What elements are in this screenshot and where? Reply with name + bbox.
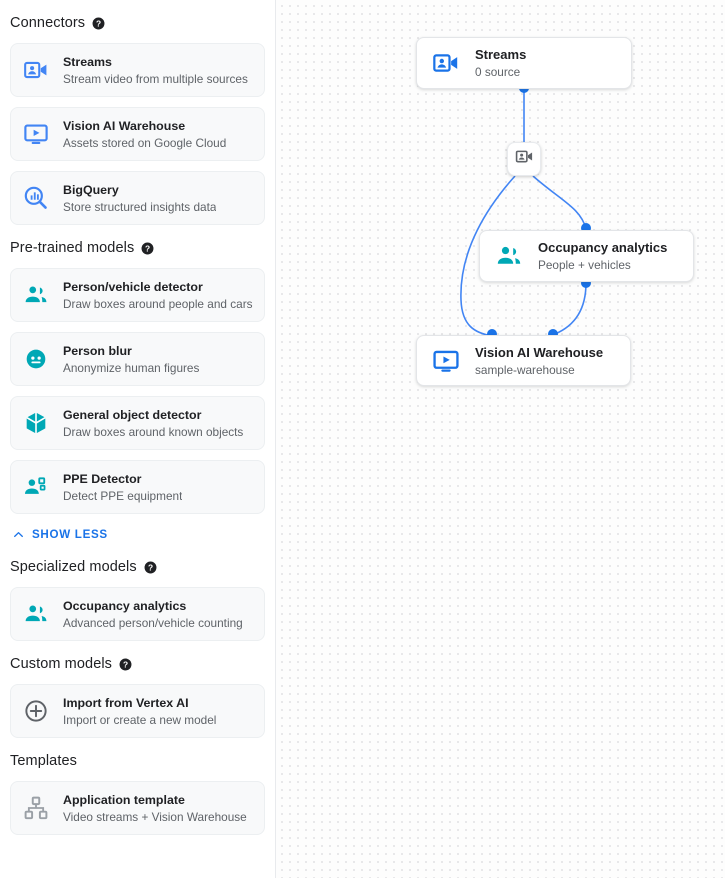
- palette-card-title: Person blur: [63, 343, 132, 358]
- monitor-play-icon: [431, 346, 461, 376]
- graph-node-streams[interactable]: Streams 0 source: [416, 37, 632, 89]
- video-camera-person-icon: [431, 48, 461, 78]
- palette-card-title: Import from Vertex AI: [63, 695, 189, 710]
- monitor-play-icon: [23, 121, 49, 147]
- node-subtitle: 0 source: [475, 65, 521, 79]
- people-group-icon: [494, 241, 524, 271]
- node-title: Streams: [475, 47, 527, 62]
- palette-card-title: PPE Detector: [63, 471, 142, 486]
- palette-card-title: Application template: [63, 792, 185, 807]
- node-subtitle: People + vehicles: [538, 258, 631, 272]
- palette-card-subtitle: Store structured insights data: [63, 199, 217, 214]
- section-header-custom-models: Custom models?: [10, 653, 265, 675]
- svg-text:?: ?: [148, 562, 153, 572]
- palette-card-title: Person/vehicle detector: [63, 279, 203, 294]
- section-title: Templates: [10, 753, 77, 769]
- graph-node-occupancy-analytics[interactable]: Occupancy analytics People + vehicles: [479, 230, 694, 282]
- palette-card-subtitle: Video streams + Vision Warehouse: [63, 809, 247, 824]
- section-header-pre-trained-models: Pre-trained models?: [10, 237, 265, 259]
- people-group-icon: [23, 282, 49, 308]
- graph-mini-node-stream-chip[interactable]: [507, 142, 541, 176]
- show-less-label: SHOW LESS: [32, 527, 108, 541]
- section-title: Custom models: [10, 656, 113, 672]
- help-icon[interactable]: ?: [92, 17, 105, 30]
- palette-card-subtitle: Advanced person/vehicle counting: [63, 615, 243, 630]
- palette-card-import-from-vertex-ai[interactable]: Import from Vertex AI Import or create a …: [10, 684, 265, 738]
- section-title: Specialized models: [10, 559, 137, 575]
- graph-node-vision-ai-warehouse[interactable]: Vision AI Warehouse sample-warehouse: [416, 335, 631, 386]
- graph-canvas[interactable]: Streams 0 source: [276, 0, 725, 878]
- palette-card-subtitle: Draw boxes around known objects: [63, 424, 244, 439]
- svg-text:?: ?: [123, 659, 128, 669]
- section-header-specialized-models: Specialized models?: [10, 556, 265, 578]
- section-title: Pre-trained models: [10, 240, 135, 256]
- palette-card-title: Vision AI Warehouse: [63, 118, 186, 133]
- palette-card-subtitle: Import or create a new model: [63, 712, 217, 727]
- video-camera-person-icon: [515, 147, 534, 171]
- help-icon[interactable]: ?: [144, 561, 157, 574]
- graph-edges: [460, 83, 591, 339]
- svg-text:?: ?: [145, 243, 150, 253]
- help-icon[interactable]: ?: [119, 658, 132, 671]
- svg-text:?: ?: [96, 18, 101, 28]
- video-camera-person-icon: [23, 57, 49, 83]
- search-bar-chart-icon: [23, 185, 49, 211]
- palette-card-title: General object detector: [63, 407, 202, 422]
- node-title: Occupancy analytics: [538, 240, 668, 255]
- palette-card-subtitle: Stream video from multiple sources: [63, 71, 248, 86]
- section-header-templates: Templates: [10, 750, 265, 772]
- account-tree-icon: [23, 795, 49, 821]
- palette-card-title: Streams: [63, 54, 112, 69]
- section-title: Connectors: [10, 15, 86, 31]
- node-subtitle: sample-warehouse: [475, 362, 575, 377]
- help-icon[interactable]: ?: [141, 242, 154, 255]
- palette-card-subtitle: Anonymize human figures: [63, 360, 200, 375]
- palette-card-subtitle: Assets stored on Google Cloud: [63, 135, 227, 150]
- palette-card-title: Occupancy analytics: [63, 598, 187, 613]
- palette-card-title: BigQuery: [63, 182, 119, 197]
- people-group-icon: [23, 601, 49, 627]
- chevron-up-icon: [12, 528, 25, 541]
- palette-card-subtitle: Detect PPE equipment: [63, 488, 183, 503]
- cube-box-icon: [23, 410, 49, 436]
- face-blur-icon: [23, 346, 49, 372]
- person-badge-icon: [23, 474, 49, 500]
- palette-card-subtitle: Draw boxes around people and cars: [63, 296, 253, 311]
- plus-circle-icon: [23, 698, 49, 724]
- show-less-toggle[interactable]: SHOW LESS: [10, 524, 265, 544]
- node-title: Vision AI Warehouse: [475, 344, 604, 360]
- section-header-connectors: Connectors?: [10, 12, 265, 34]
